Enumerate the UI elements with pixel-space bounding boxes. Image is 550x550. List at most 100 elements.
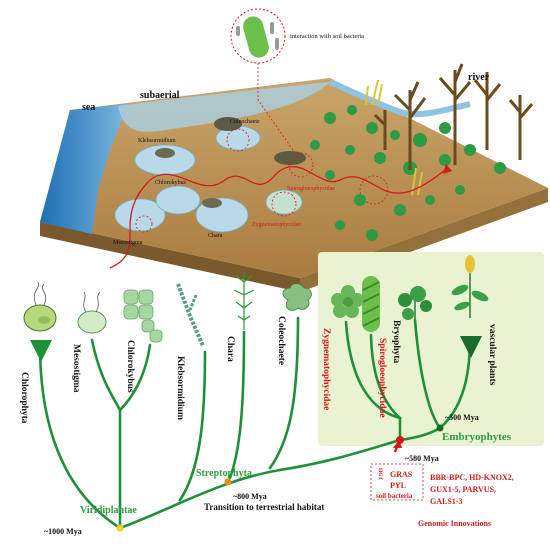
chara-icon [233, 272, 255, 330]
label-spirogloeophycidae: Spirogloeophycidae [377, 338, 387, 418]
taxa-labels: Chlorophyta Mesostigma Chlorokybus Klebs… [19, 316, 497, 424]
trees [373, 63, 534, 170]
highlight-coleochaete [226, 128, 250, 152]
node-1000 [116, 524, 124, 532]
label-subaerial: subaerial [140, 90, 180, 101]
label-genes-line-2: GUX1-5, PARVUS, [430, 485, 496, 494]
organism-icons [23, 255, 489, 347]
chlorophyta-chloroplast-icon [38, 316, 50, 324]
inset-cell [243, 16, 269, 58]
river-channel [328, 79, 471, 118]
label-chlorokybus: Chlorokybus [125, 340, 135, 393]
label-time-1000: ~1000 Mya [44, 527, 82, 536]
branch-chara [228, 330, 246, 480]
label-place-spirogloeophycidae: Spirogloeophycidae [287, 186, 335, 192]
label-klebsormidium: Klebsormidium [175, 356, 185, 420]
chlorophyta-triangle [30, 340, 52, 362]
label-bryophyta: Bryophyta [391, 320, 401, 364]
label-river: river [468, 72, 490, 83]
label-coleochaete: Coleochaete [276, 316, 286, 365]
pool-zygnematophycidae [265, 189, 303, 215]
spirogloeophycidae-chloroplast-icon [362, 281, 380, 327]
block-front-face [40, 222, 300, 292]
vegetation [310, 105, 506, 241]
hgt-dashed-box [370, 463, 424, 501]
highlight-spiro [288, 152, 314, 178]
interaction-inset: interaction with soil bacteria [230, 8, 364, 161]
branch-spirogloeophycidae [369, 333, 402, 420]
label-interaction: interaction with soil bacteria [290, 33, 364, 40]
highlight-zygnem [271, 191, 297, 217]
mesostigma-cell-icon [77, 310, 107, 334]
rock-3 [274, 151, 306, 165]
label-time-500: ~500 Mya [445, 413, 479, 422]
label-place-coleochaete: Coleochaete [230, 119, 260, 125]
innovation-arrowhead [393, 440, 402, 448]
subaerial-wet-band [118, 82, 330, 132]
label-chlorophyta: Chlorophyta [19, 372, 29, 424]
node-800 [224, 478, 232, 486]
branch-bryophyta [413, 318, 442, 430]
sea-area [40, 104, 128, 234]
inset-connector [257, 63, 301, 161]
label-genes-line-3: GALS1-3 [430, 497, 462, 506]
label-gras: GRAS [390, 470, 413, 479]
vascular-triangle [460, 336, 482, 358]
rock-4 [202, 198, 222, 208]
mesostigma-flagella-icon [83, 291, 101, 313]
label-place-klebsormidium: Klebsormidium [138, 138, 176, 144]
evolution-path-arrow [443, 164, 452, 174]
chlorokybus-icon [123, 289, 163, 343]
highlight-mesostigma [135, 215, 153, 233]
label-streptophyta: Streptophyta [196, 468, 252, 479]
landscape-block: sea subaerial river Klebsormidium Coleoc… [40, 63, 548, 292]
zygnematophycidae-icon [331, 285, 364, 318]
label-place-mesostigma: Mesostigma [113, 240, 143, 246]
evolution-path [109, 166, 446, 269]
label-transition: Transition to terrestrial habitat [204, 502, 324, 512]
highlight-land-1 [359, 175, 389, 205]
bacterium-2 [275, 38, 279, 50]
label-place-zygnematophycidae: Zygnematophycidae [252, 222, 301, 228]
label-sea: sea [82, 102, 95, 113]
klebsormidium-filament-icon [176, 283, 205, 347]
flower-icon [465, 255, 475, 273]
branch-klebsormidium [178, 350, 207, 502]
label-viridiplantae: Viridiplantae [80, 505, 137, 516]
branch-chlorokybus [118, 343, 152, 412]
label-genes-line-1: BBR-BPC, HD-KNOX2, [430, 473, 514, 482]
label-pyl: PYL [390, 481, 406, 490]
label-mesostigma: Mesostigma [71, 344, 81, 393]
embryophyte-box [318, 252, 544, 446]
label-hgt: HGT [377, 468, 383, 481]
label-soil-bacteria: soil bacteria [376, 492, 413, 500]
chlorophyta-flagella-icon [33, 281, 47, 306]
label-time-800: ~800 Mya [233, 492, 267, 501]
label-place-chlorokybus: Chlorokybus [155, 180, 187, 186]
label-genomic-innovations: Genomic Innovations [418, 519, 491, 528]
phylogeny-tree [38, 316, 472, 530]
coleochaete-icon [282, 283, 312, 311]
vascular-plant-icon [451, 255, 489, 318]
rock-2 [155, 148, 175, 158]
rock-1 [214, 117, 242, 131]
label-time-580: ~580 Mya [405, 454, 439, 463]
pool-chlorokybus [155, 185, 201, 215]
label-place-chara: Chara [208, 233, 223, 239]
spirogloeophycidae-cell-icon [362, 276, 380, 332]
label-zygnematophycidae: Zygnematophycidae [321, 328, 331, 410]
branch-mesostigma [90, 338, 122, 412]
branch-zygnematophycidae [344, 320, 402, 420]
label-embryophytes: Embryophytes [442, 431, 512, 443]
node-500 [436, 424, 444, 432]
hgt-box: HGT GRAS PYL soil bacteria [370, 463, 424, 501]
branch-coleochaete [268, 316, 300, 470]
label-vascular-plants: vascular plants [487, 324, 497, 386]
bryophyta-icon [398, 286, 432, 320]
spine-streptophyta [118, 468, 282, 530]
bacterium-3 [236, 26, 240, 36]
pool-klebsormidium [134, 144, 196, 176]
bacterium-1 [270, 22, 274, 34]
label-chara: Chara [225, 336, 235, 362]
